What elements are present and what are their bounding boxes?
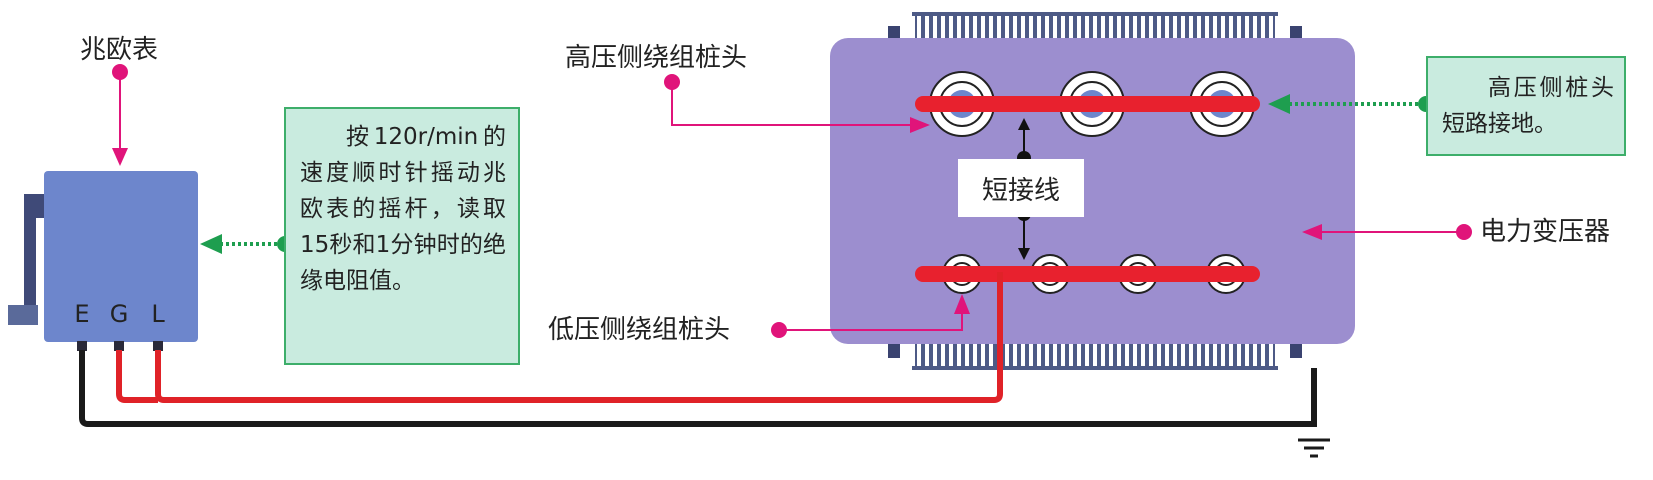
hv-ground-note: 高压侧桩头短路接地。 xyxy=(1426,56,1626,156)
transformer-cooling-fins xyxy=(888,12,1302,370)
shorting-wire-label: 短接线 xyxy=(958,159,1084,217)
terminal-label: L xyxy=(151,300,165,328)
terminal-label: G xyxy=(110,300,129,328)
megger-pointer xyxy=(112,64,128,166)
megger-terminal-labels: E G L xyxy=(74,300,165,328)
procedure-note-pointer xyxy=(200,234,293,254)
ground-symbol-icon xyxy=(1298,438,1330,458)
lv-short-bar xyxy=(915,266,1260,282)
megger-label: 兆欧表 xyxy=(80,35,158,65)
hv-ground-note-text: 高压侧桩头短路接地。 xyxy=(1442,75,1614,137)
procedure-note: 按120r/min的速度顺时针摇动兆欧表的摇杆，读取15秒和1分钟时的绝缘电阻值… xyxy=(284,107,520,365)
black-lead-E-to-ground xyxy=(79,350,1317,427)
megger-device xyxy=(8,171,198,351)
lv-terminal-pointer xyxy=(771,294,970,338)
procedure-note-text: 按120r/min的速度顺时针摇动兆欧表的摇杆，读取15秒和1分钟时的绝缘电阻值… xyxy=(300,124,506,294)
red-lead-G xyxy=(116,350,158,403)
hv-terminal-label: 高压侧绕组桩头 xyxy=(565,43,747,73)
hv-short-bar xyxy=(915,96,1260,112)
hv-terminal-pointer xyxy=(664,74,930,133)
lv-terminal-label: 低压侧绕组桩头 xyxy=(548,315,730,345)
terminal-label: E xyxy=(74,300,89,328)
red-lead-L-to-lv xyxy=(155,272,1003,403)
transformer-pointer xyxy=(1302,224,1472,240)
transformer-label: 电力变压器 xyxy=(1480,217,1610,247)
